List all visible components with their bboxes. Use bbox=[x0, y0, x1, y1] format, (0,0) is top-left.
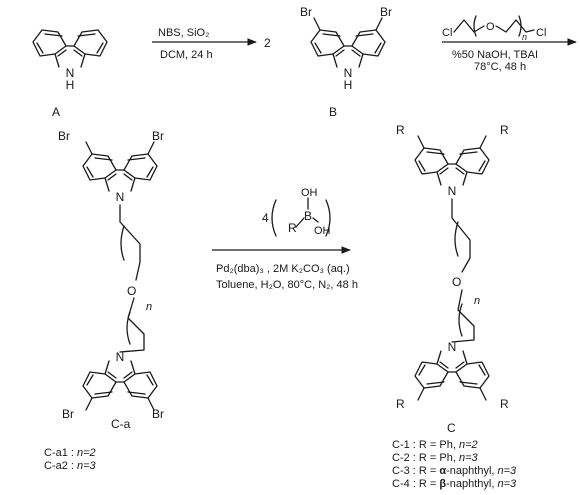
label-c: C bbox=[447, 421, 456, 435]
atom-r: R bbox=[396, 397, 405, 411]
compound-b: N H Br Br B bbox=[300, 5, 392, 119]
atom-r: R bbox=[288, 221, 297, 235]
compound-ca: Br Br N O n N Br Br C-a bbox=[58, 129, 164, 431]
atom-h: H bbox=[66, 78, 75, 92]
atom-br: Br bbox=[380, 5, 392, 19]
atom-n: N bbox=[448, 340, 457, 354]
label-a: A bbox=[52, 105, 60, 119]
atom-cl: Cl bbox=[442, 27, 452, 39]
atom-r: R bbox=[500, 123, 509, 137]
c-series-item: C-2 : R = Ph, n=3 bbox=[392, 452, 478, 464]
atom-b: B bbox=[304, 209, 312, 223]
atom-n: N bbox=[448, 184, 457, 198]
atom-o: O bbox=[452, 275, 461, 289]
compound-a: N H A bbox=[32, 29, 108, 119]
step3-conditions-line1: Pd₂(dba)₃ , 2M K₂CO₃ (aq.) bbox=[216, 263, 350, 275]
atom-o: O bbox=[127, 284, 136, 298]
atom-br: Br bbox=[62, 407, 74, 421]
c-series-item: C-1 : R = Ph, n=2 bbox=[392, 439, 478, 451]
compound-c: R R N O n N R R C bbox=[396, 123, 509, 435]
chain-n: n bbox=[146, 301, 152, 313]
atom-n: N bbox=[116, 350, 125, 364]
atom-br: Br bbox=[300, 5, 312, 19]
step3-conditions-line2: Toluene, H₂O, 80°C, N₂, 48 h bbox=[216, 279, 358, 291]
atom-n: N bbox=[344, 66, 353, 80]
c-series-item: C-3 : R = α-naphthyl, n=3 bbox=[392, 465, 517, 477]
ca-series-item: C-a1 : n=2 bbox=[44, 447, 96, 459]
atom-oh: OH bbox=[301, 187, 318, 199]
atom-n: N bbox=[116, 190, 125, 204]
ca-series: C-a1 : n=2 C-a2 : n=3 bbox=[44, 447, 97, 472]
atom-oh: OH bbox=[314, 225, 331, 237]
c-series-item: C-4 : R = β-naphthyl, n=3 bbox=[392, 478, 517, 490]
step2-conditions-line1: %50 NaOH, TBAI bbox=[452, 49, 538, 61]
atom-n: N bbox=[66, 66, 75, 80]
step2-reagent: Cl O Cl n bbox=[442, 15, 546, 42]
step3-equiv: 4 bbox=[262, 211, 269, 225]
label-ca: C-a bbox=[111, 417, 131, 431]
atom-o: O bbox=[486, 21, 495, 33]
atom-br: Br bbox=[152, 407, 164, 421]
atom-cl: Cl bbox=[536, 27, 546, 39]
ca-series-item: C-a2 : n=3 bbox=[44, 460, 97, 472]
chain-n: n bbox=[474, 295, 480, 307]
atom-br: Br bbox=[152, 129, 164, 143]
step1-equiv: 2 bbox=[264, 36, 271, 50]
step1-conditions: DCM, 24 h bbox=[160, 49, 213, 61]
atom-br: Br bbox=[58, 129, 70, 143]
atom-r: R bbox=[500, 397, 509, 411]
repeat-n: n bbox=[522, 32, 527, 42]
c-series: C-1 : R = Ph, n=2 C-2 : R = Ph, n=3 C-3 … bbox=[392, 439, 517, 490]
step3-reagent: 4 R B OH OH bbox=[262, 187, 331, 237]
atom-h: H bbox=[344, 78, 353, 92]
step1-reagents: NBS, SiO₂ bbox=[158, 27, 209, 39]
atom-r: R bbox=[396, 123, 405, 137]
step2-conditions-line2: 78°C, 48 h bbox=[474, 61, 526, 73]
label-b: B bbox=[329, 105, 337, 119]
